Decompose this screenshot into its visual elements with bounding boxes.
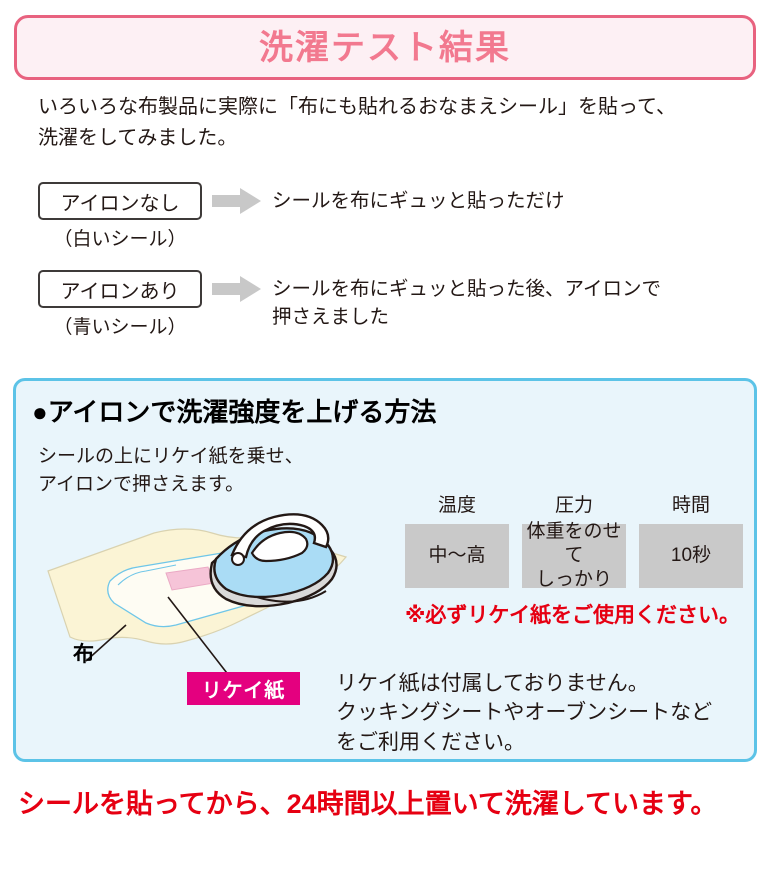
release-paper-badge: リケイ紙 xyxy=(187,672,300,705)
spec-header-pressure: 圧力 xyxy=(554,495,593,516)
bottom-note: シールを貼ってから、24時間以上置いて洗濯しています。 xyxy=(18,789,718,819)
intro-line-2: 洗濯をしてみました。 xyxy=(38,127,238,149)
release-paper-warning: ※必ずリケイ紙をご使用ください。 xyxy=(405,604,740,627)
spec-header-time: 時間 xyxy=(671,495,710,516)
iron-icon xyxy=(209,513,338,608)
spec-value-pressure: 体重をのせて しっかり xyxy=(522,521,626,590)
right-arrow-icon xyxy=(212,182,264,220)
panel-subtext-line-1: シールの上にリケイ紙を乗せ、 xyxy=(38,446,304,467)
condition-row-no-iron: アイロンなし （白いシール） シールを布にギュッと貼っただけ xyxy=(38,182,565,251)
release-paper-note-line-2: クッキングシートやオーブンシートなど xyxy=(336,701,713,725)
condition-row-with-iron: アイロンあり （青いシール） シールを布にギュッと貼った後、アイロンで 押さえま… xyxy=(38,270,661,339)
panel-subtext-line-2: アイロンで押さえます。 xyxy=(38,473,245,495)
spec-column-temperature: 温度 中〜高 xyxy=(405,490,509,588)
spec-value-pressure-line-2: しっかり xyxy=(535,568,612,590)
release-paper-leader-line xyxy=(167,596,231,678)
intro-line-1: いろいろな布製品に実際に「布にも貼れるおなまえシール」を貼って、 xyxy=(38,96,676,118)
condition-label-group-with-iron: アイロンあり （青いシール） xyxy=(38,270,210,339)
intro-paragraph: いろいろな布製品に実際に「布にも貼れるおなまえシール」を貼って、 洗濯をしてみま… xyxy=(38,92,762,154)
page-title: 洗濯テスト結果 xyxy=(259,28,511,67)
page-title-banner: 洗濯テスト結果 xyxy=(14,15,756,80)
condition-label-group-no-iron: アイロンなし （白いシール） xyxy=(38,182,210,251)
spec-value-temperature-line-1: 中〜高 xyxy=(428,545,486,567)
cloth-leader-line xyxy=(85,624,127,662)
right-arrow-icon xyxy=(212,270,264,308)
release-paper-note-line-1: リケイ紙は付属しておりません。 xyxy=(336,672,649,695)
condition-sublabel-no-iron: （白いシール） xyxy=(53,229,187,250)
condition-sublabel-with-iron: （青いシール） xyxy=(53,317,187,338)
spec-value-pressure-line-1: 体重をのせて xyxy=(526,521,622,567)
spec-column-pressure: 圧力 体重をのせて しっかり xyxy=(522,490,626,590)
panel-subtext: シールの上にリケイ紙を乗せ、 アイロンで押さえます。 xyxy=(38,443,304,498)
ironing-illustration xyxy=(26,499,366,689)
condition-box-with-iron: アイロンあり xyxy=(38,270,202,308)
condition-description-line-1: シールを布にギュッと貼っただけ xyxy=(272,190,565,212)
condition-description-line-2: 押さえました xyxy=(272,306,390,329)
condition-description-no-iron: シールを布にギュッと貼っただけ xyxy=(272,182,565,215)
condition-description-with-iron: シールを布にギュッと貼った後、アイロンで 押さえました xyxy=(272,270,661,332)
condition-description-line-1: シールを布にギュッと貼った後、アイロンで xyxy=(272,278,662,300)
spec-value-time: 10秒 xyxy=(639,524,743,588)
cloth-label: 布 xyxy=(73,643,94,666)
spec-column-time: 時間 10秒 xyxy=(639,490,743,588)
release-paper-note-line-3: をご利用ください。 xyxy=(336,730,525,754)
release-paper-note: リケイ紙は付属しておりません。 クッキングシートやオーブンシートなど をご利用く… xyxy=(336,669,712,757)
spec-header-temperature: 温度 xyxy=(437,495,476,516)
spec-value-time-line-1: 10秒 xyxy=(670,545,712,567)
iron-method-panel: ●アイロンで洗濯強度を上げる方法 シールの上にリケイ紙を乗せ、 アイロンで押さえ… xyxy=(13,378,757,762)
condition-box-no-iron: アイロンなし xyxy=(38,182,202,220)
iron-spec-table: 温度 中〜高 圧力 体重をのせて しっかり 時間 10秒 xyxy=(405,490,743,590)
spec-value-temperature: 中〜高 xyxy=(405,524,509,588)
panel-heading: ●アイロンで洗濯強度を上げる方法 xyxy=(32,397,437,427)
